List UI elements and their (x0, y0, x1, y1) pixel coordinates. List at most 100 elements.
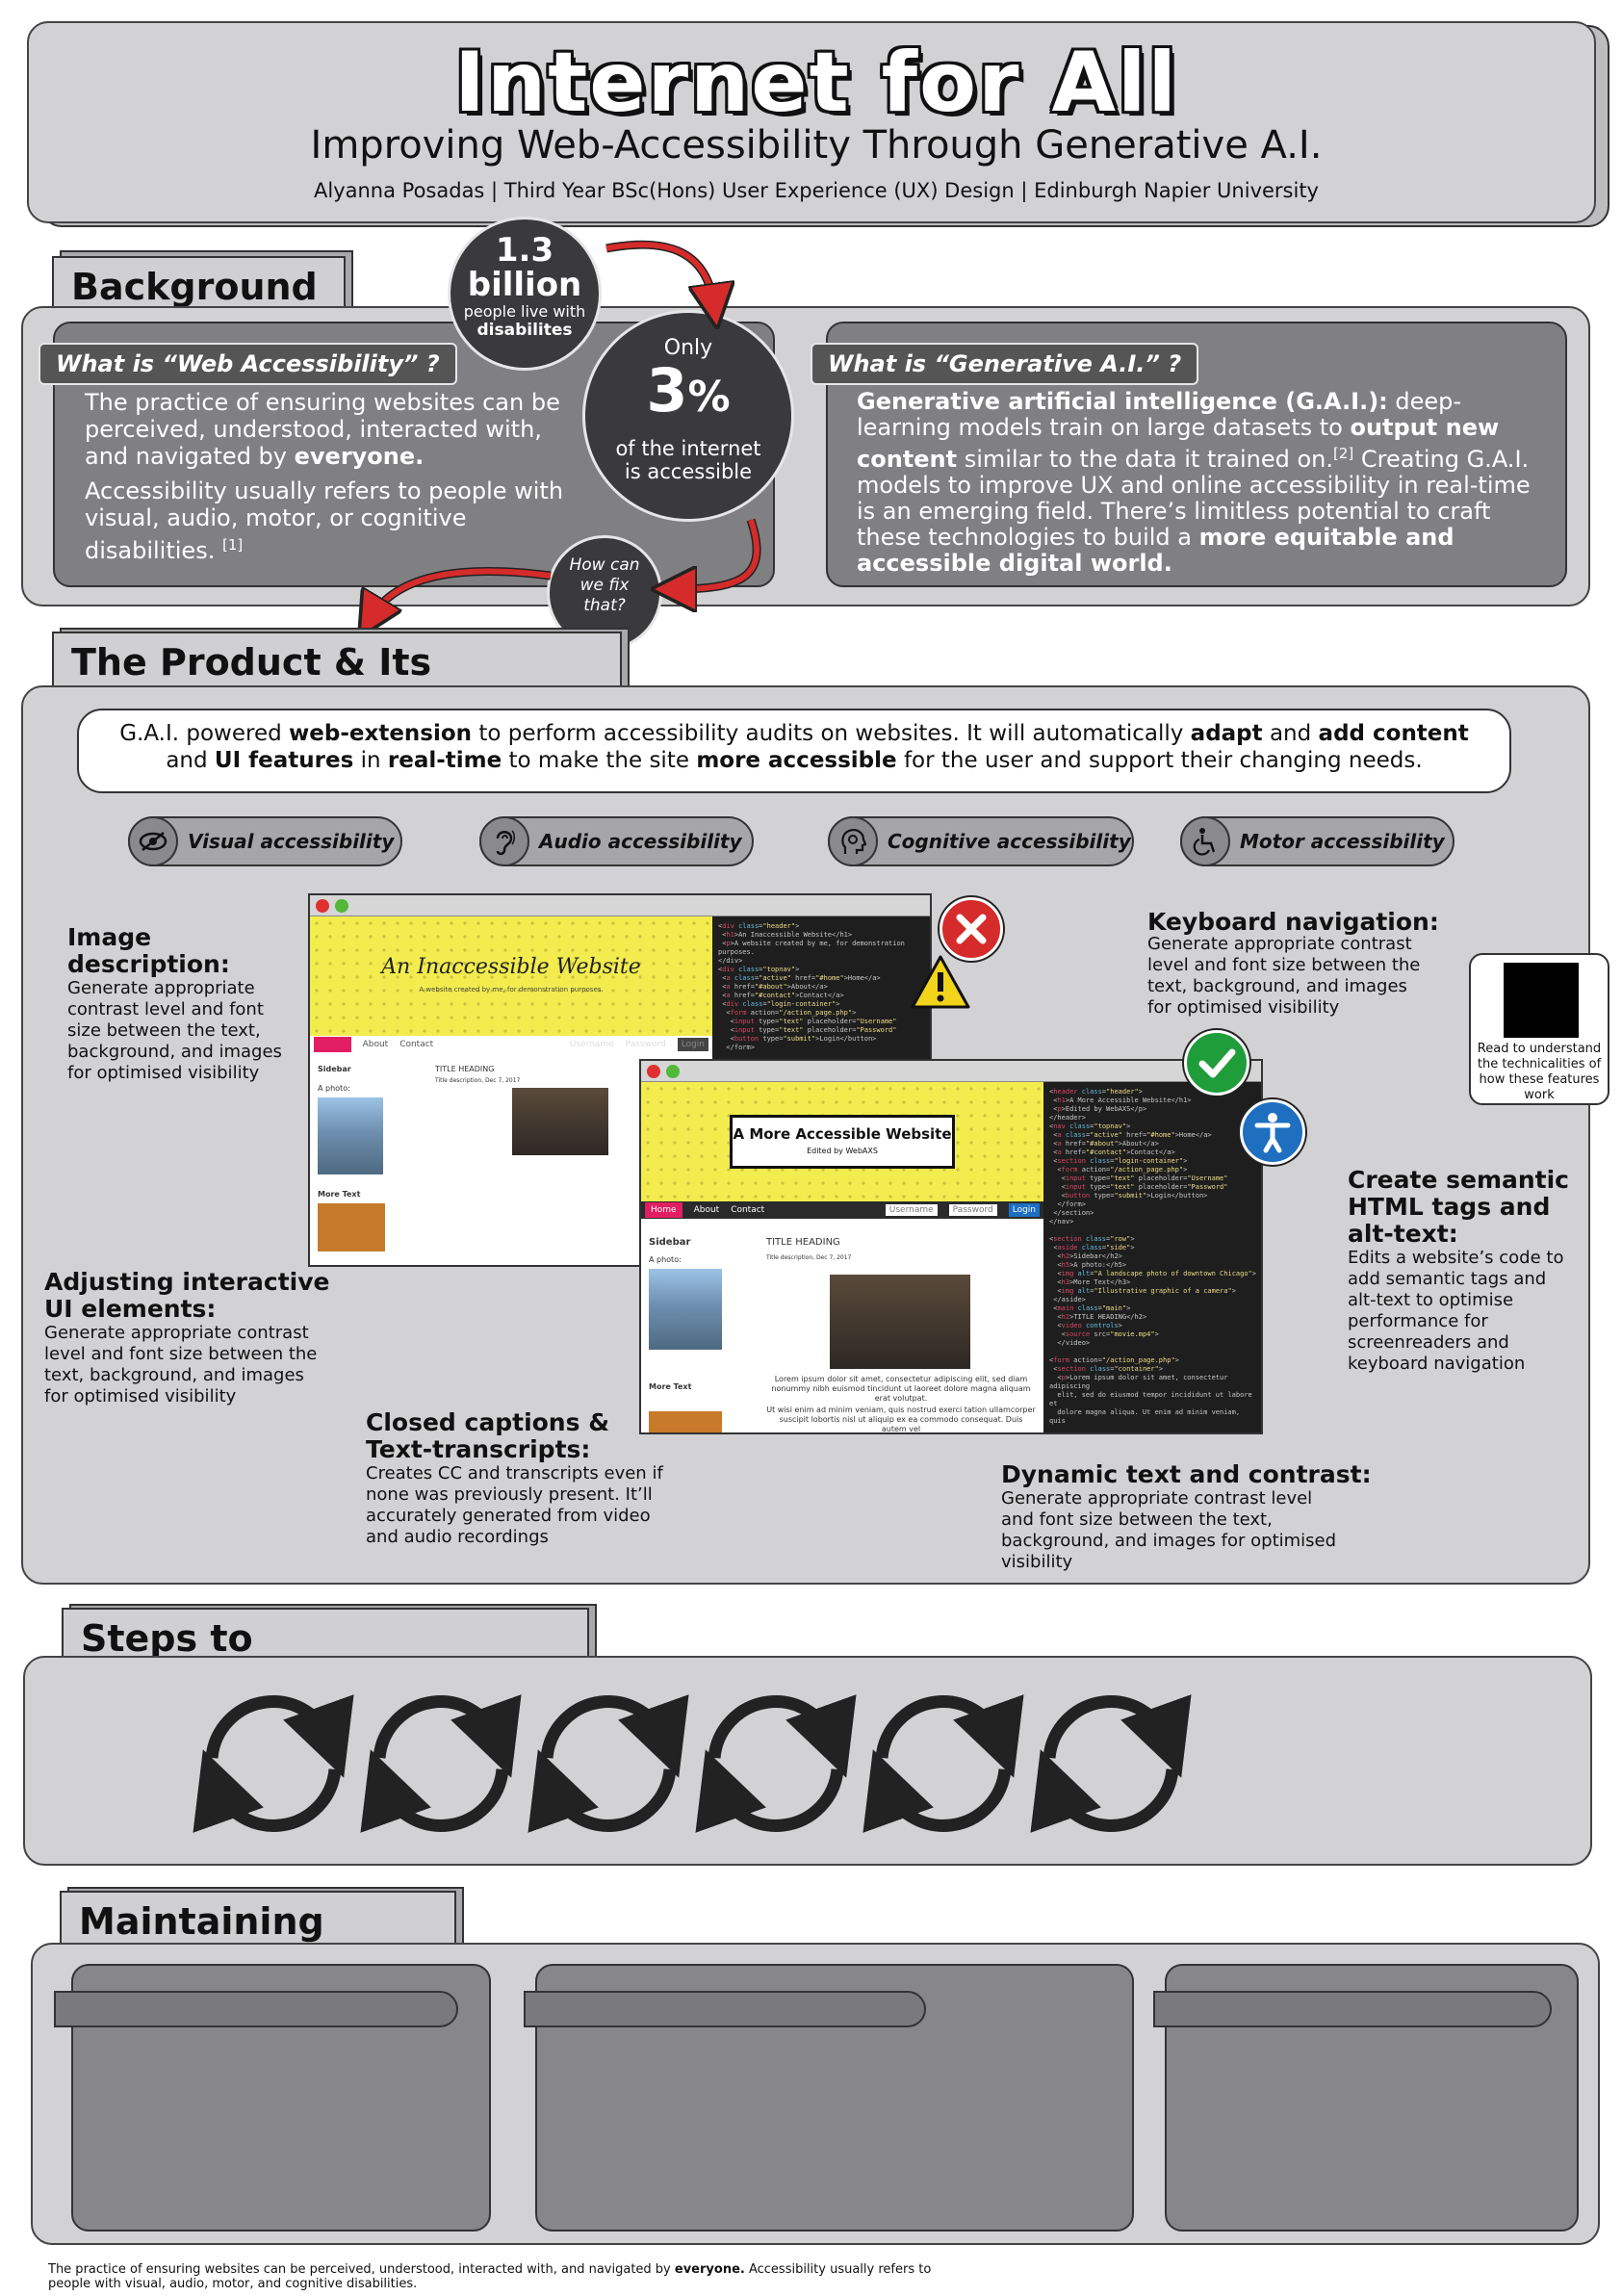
mockup-good-camera-image (649, 1411, 722, 1432)
feature-keyboard-body: Generate appropriate contrast level and … (1147, 934, 1421, 1018)
stat-percent-line2: is accessible (624, 460, 753, 483)
ear-icon (479, 816, 529, 866)
warning-icon (911, 955, 970, 1009)
gen-ai-b3: more equitable and accessible digital wo… (857, 524, 1455, 577)
mockup-bad-nav-home[interactable]: Home (314, 1037, 351, 1052)
step-cycle-icon (528, 1694, 689, 1833)
gen-ai-t1: deep-learning models train on large data… (857, 388, 1462, 441)
mockup-accessible: A More Accessible Website Edited by WebA… (639, 1059, 1263, 1434)
flow-arrows (0, 240, 761, 674)
ref-2: [2] (1332, 445, 1354, 462)
mockup-good-lorem2: Ut wisi enim ad minim veniam, quis nostr… (766, 1406, 1036, 1433)
mockup-bad-subtitle: A website created by me, for demonstrati… (419, 986, 604, 993)
mockup-bad-title: An Inaccessible Website (381, 955, 641, 979)
intro-b2: adapt (1190, 721, 1263, 746)
mockup-bad-nav: Home About Contact Username Password Log… (310, 1036, 712, 1053)
mockup-good-subtitle: Edited by WebAXS (807, 1147, 878, 1155)
mockup-good-title: A More Accessible Website (733, 1125, 952, 1143)
feature-dynamic-title: Dynamic text and contrast: (1001, 1460, 1372, 1488)
mockup-good-nav-about[interactable]: About (693, 1205, 720, 1215)
mockup-bad-password[interactable]: Password (625, 1040, 666, 1049)
pill-visual-label: Visual accessibility (188, 830, 395, 853)
feature-image-desc-body: Generate appropriate contrast level and … (67, 978, 282, 1083)
mockup-good-photo: A photo: (649, 1255, 682, 1264)
feature-captions-title: Closed captions & Text-transcripts: (366, 1408, 609, 1463)
stat-percent-number: 3 (646, 355, 688, 426)
stat-percent-unit: % (687, 373, 731, 422)
stat-billion-number: 1.3 (495, 231, 554, 270)
step-cycle-icon (1030, 1694, 1192, 1833)
step-cycle-icon (862, 1694, 1024, 1833)
intro-t7: for the user and support their changing … (896, 748, 1423, 773)
intro-t6: to make the site (502, 748, 697, 773)
web-access-p1-text: The practice of ensuring websites can be… (85, 389, 560, 470)
mockup-good-username[interactable]: Username (885, 1204, 938, 1216)
poster-author: Alyanna Posadas | Third Year BSc(Hons) U… (314, 179, 1319, 202)
qr-caption: Read to understand the technicalities of… (1477, 1042, 1602, 1102)
qr-card: Read to understand the technicalities of… (1469, 953, 1609, 1105)
ethics-card-3-label (1153, 1991, 1552, 2027)
stat-percent-line1: of the internet (615, 437, 761, 460)
mockup-good-nav-contact[interactable]: Contact (731, 1205, 765, 1215)
feature-dynamic-body: Generate appropriate contrast level and … (1001, 1488, 1337, 1572)
mockup-bad-login[interactable]: Login (677, 1038, 708, 1051)
stat-percent-pre: Only (663, 336, 713, 360)
footer-t1: The practice of ensuring websites can be… (48, 2262, 675, 2277)
gen-ai-b2: output new content (857, 414, 1500, 473)
intro-t5: in (353, 748, 388, 773)
mockup-bad-city-image (318, 1097, 383, 1174)
mockup-bad-username[interactable]: Username (569, 1040, 614, 1049)
ethics-tab: Maintaining Ethics (60, 1891, 456, 1985)
web-access-p2: Accessibility usually refers to people w… (85, 477, 566, 564)
mockup-good-video (830, 1275, 970, 1369)
feature-interactive-title: Adjusting interactive UI elements: (44, 1268, 330, 1323)
footer-b1: everyone. (674, 2262, 745, 2277)
mockup-good-login[interactable]: Login (1008, 1203, 1040, 1217)
mockup-bad-photo: A photo: (318, 1084, 350, 1093)
background-tab: Background (52, 256, 346, 312)
mockup-bad-nav-contact[interactable]: Contact (399, 1040, 434, 1049)
footer-t2: Accessibility usually refers to people w… (48, 2262, 932, 2291)
product-intro: G.A.I. powered web-extension to perform … (77, 709, 1511, 793)
web-access-p1-bold: everyone. (294, 443, 425, 470)
mockup-good-titlebar (641, 1061, 1261, 1082)
mockup-bad-sidebar: Sidebar (318, 1065, 351, 1073)
error-x-icon (940, 897, 1003, 961)
mockup-bad-nav-about[interactable]: About (362, 1040, 389, 1049)
stat-billion-line2: disabilites (476, 321, 573, 340)
fix-line2: we fix (579, 576, 630, 595)
stat-billion-circle: 1.3 billion people live with disabilites (448, 217, 602, 371)
qr-code[interactable] (1504, 963, 1579, 1038)
gen-ai-text: Generative artificial intelligence (G.A.… (857, 389, 1550, 577)
min-dot (335, 899, 348, 913)
head-gear-icon (828, 816, 878, 866)
step-cycle-icon (695, 1694, 857, 1833)
gen-ai-b1: Generative artificial intelligence (G.A.… (857, 388, 1388, 415)
web-access-text: The practice of ensuring websites can be… (85, 389, 566, 564)
feature-semantic-title: Create semantic HTML tags and alt-text: (1348, 1166, 1570, 1248)
web-access-label: What is “Web Accessibility” ? (39, 343, 457, 385)
web-access-p2-text: Accessibility usually refers to people w… (85, 477, 564, 564)
stat-percent-circle: Only 3% of the internet is accessible (582, 310, 794, 522)
pill-visual: Visual accessibility (128, 816, 402, 866)
feature-semantic-body: Edits a website’s code to add semantic t… (1348, 1248, 1564, 1374)
web-access-p1: The practice of ensuring websites can be… (85, 389, 566, 470)
gen-ai-t3: Creating G.A.I. models to improve UX and… (857, 446, 1531, 551)
intro-b6: more accessible (696, 748, 897, 773)
pill-audio: Audio accessibility (479, 816, 754, 866)
intro-t2: to perform accessibility audits on websi… (472, 721, 1191, 746)
mockup-good-nav-home[interactable]: Home (645, 1202, 682, 1218)
mockup-good-date: Title description, Dec 7, 2017 (766, 1254, 852, 1261)
stat-billion-line1: people live with (463, 302, 586, 321)
wheelchair-icon (1180, 816, 1230, 866)
step-cycle-icon (360, 1694, 522, 1833)
mockup-good-password[interactable]: Password (948, 1204, 997, 1216)
pill-motor-label: Motor accessibility (1240, 830, 1445, 853)
mockup-good-city-image (649, 1269, 722, 1350)
mockup-good-banner: A More Accessible Website Edited by WebA… (730, 1115, 955, 1169)
poster-subtitle: Improving Web-Accessibility Through Gene… (310, 123, 1323, 168)
ethics-card-2-label (524, 1991, 926, 2027)
intro-b3: add content (1318, 721, 1469, 746)
ethics-card-1-label (54, 1991, 458, 2027)
min-dot (666, 1065, 680, 1078)
